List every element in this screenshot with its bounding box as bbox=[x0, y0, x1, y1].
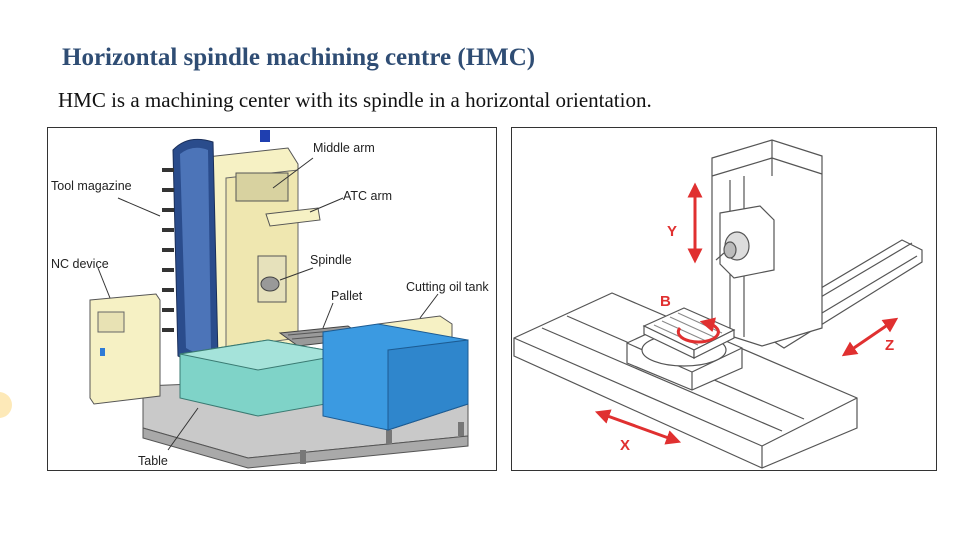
leader-lines bbox=[97, 157, 439, 451]
b-axis-arrow bbox=[676, 317, 720, 344]
middle-arm bbox=[235, 172, 289, 202]
machine-base-front bbox=[142, 427, 469, 469]
hmc-machine-diagram: Middle arm Tool magazine ATC arm NC devi… bbox=[47, 127, 497, 471]
slide-title: Horizontal spindle machining centre (HMC… bbox=[62, 44, 536, 71]
axes-machine-outline bbox=[513, 139, 923, 469]
machine-foot bbox=[386, 430, 392, 444]
label-spindle: Spindle bbox=[310, 253, 352, 267]
chip-cover-front bbox=[387, 339, 469, 431]
label-atc-arm: ATC arm bbox=[343, 189, 392, 203]
axis-label-b: B bbox=[660, 293, 671, 310]
axis-label-z: Z bbox=[885, 337, 894, 354]
nc-device-screen bbox=[97, 311, 125, 333]
hmc-machine-illustration: Middle arm Tool magazine ATC arm NC devi… bbox=[51, 130, 489, 469]
x-axis-arrow bbox=[594, 409, 682, 445]
axis-label-y: Y bbox=[667, 223, 677, 240]
label-table: Table bbox=[138, 454, 168, 468]
decorative-dot bbox=[0, 392, 12, 418]
z-axis-arrow bbox=[841, 317, 899, 357]
atc-arm bbox=[265, 207, 321, 227]
label-cutting-oil-tank: Cutting oil tank bbox=[406, 280, 489, 294]
spindle bbox=[260, 276, 280, 292]
slide-subtitle: HMC is a machining center with its spind… bbox=[58, 88, 652, 112]
hmc-axes-diagram: Y X Z B bbox=[511, 127, 937, 471]
machine-foot bbox=[300, 450, 306, 464]
label-tool-magazine: Tool magazine bbox=[51, 179, 132, 193]
tool-magazine-tools bbox=[162, 168, 174, 332]
hmc-axes-illustration: Y X Z B bbox=[513, 139, 923, 469]
label-middle-arm: Middle arm bbox=[313, 141, 375, 155]
machine-foot bbox=[458, 422, 464, 436]
tool-magazine-inner bbox=[180, 147, 211, 353]
machine-top-knob bbox=[260, 130, 270, 142]
label-pallet: Pallet bbox=[331, 289, 363, 303]
nc-device-indicator bbox=[100, 348, 105, 356]
axis-label-x: X bbox=[620, 437, 630, 454]
label-nc-device: NC device bbox=[51, 257, 109, 271]
